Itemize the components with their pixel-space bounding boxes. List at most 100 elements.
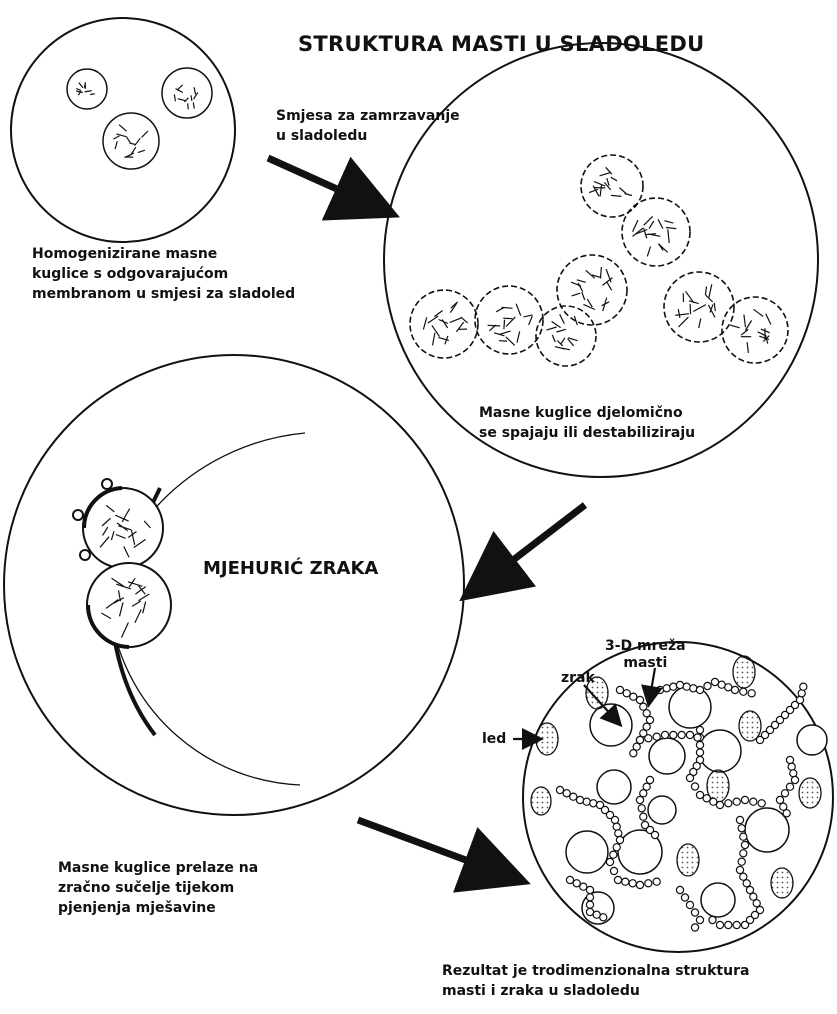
network-circle	[522, 641, 834, 953]
fat-crystal	[667, 229, 670, 244]
fat-crystal	[113, 135, 120, 140]
fat-crystal	[705, 294, 714, 303]
network-fat-globule	[585, 900, 595, 909]
fat-crystals	[113, 124, 149, 159]
network-fat-globule	[600, 805, 610, 815]
network-fat-globule	[739, 832, 748, 841]
network-fat-globule	[685, 900, 695, 910]
network-fat-globule	[799, 682, 808, 691]
fat-crystal	[127, 581, 143, 587]
air-cell	[744, 807, 790, 853]
network-fat-globule	[655, 685, 665, 695]
fat-crystal	[643, 215, 654, 226]
fat-crystal	[183, 97, 189, 103]
fat-crystal	[707, 304, 716, 318]
network-fat-globule	[628, 879, 637, 888]
network-fat-globule	[745, 915, 755, 925]
fat-crystal	[744, 320, 753, 331]
network-fat-globule	[610, 815, 620, 825]
fat-crystal	[586, 298, 593, 308]
network-fat-globule	[689, 684, 698, 693]
fat-crystal	[503, 317, 513, 320]
network-fat-globule	[644, 734, 653, 743]
fat-crystal	[90, 93, 95, 96]
caption-air-interface: Masne kuglice prelaze na zračno sučelje …	[58, 860, 259, 916]
network-fat-globule	[740, 920, 750, 930]
network-fat-globule	[612, 843, 621, 852]
network-fat-globule	[605, 810, 615, 820]
network-fat-globule	[605, 857, 615, 867]
network-fat-globule	[555, 785, 565, 795]
network-fat-globule	[785, 782, 795, 791]
fat-globule	[663, 271, 735, 343]
fat-crystal	[581, 291, 586, 301]
network-fat-globule	[669, 730, 678, 740]
foaming-circle	[3, 354, 465, 816]
fat-crystal	[708, 284, 713, 299]
network-fat-globule	[724, 920, 733, 930]
fat-crystal	[762, 335, 770, 342]
fat-crystal	[121, 508, 131, 523]
fat-crystal	[126, 136, 132, 144]
network-fat-globule	[642, 782, 651, 791]
fat-crystal	[137, 149, 146, 154]
network-fat-globule	[635, 735, 645, 745]
fat-crystal	[567, 337, 578, 342]
network-fat-globule	[739, 849, 748, 858]
fat-crystal	[593, 181, 606, 187]
fat-crystal	[753, 308, 764, 317]
network-fat-globule	[632, 742, 641, 751]
network-fat-globule	[752, 899, 761, 908]
label-ice: led	[482, 731, 507, 747]
network-fat-globule	[779, 802, 788, 811]
arrow-to-partial-coalescence	[266, 154, 400, 221]
fat-crystal	[422, 317, 428, 330]
fat-crystal	[177, 98, 187, 102]
network-fat-globule	[652, 877, 661, 886]
fat-crystals	[588, 166, 633, 197]
fat-crystal	[76, 88, 82, 91]
fat-globule	[474, 285, 544, 355]
fat-crystal	[709, 304, 714, 313]
network-fat-globule	[732, 920, 741, 930]
fat-crystal	[99, 536, 110, 548]
fat-crystal	[689, 303, 692, 315]
fat-crystal	[583, 303, 596, 311]
network-fat-globule	[695, 748, 705, 757]
fat-crystal	[173, 94, 176, 102]
fat-crystal	[129, 142, 136, 146]
fat-crystal	[658, 243, 669, 253]
fat-crystal	[556, 340, 564, 347]
network-fat-globule	[565, 875, 575, 885]
fat-crystal	[128, 577, 136, 588]
fat-crystal	[114, 141, 118, 150]
fat-crystal	[111, 577, 125, 588]
fat-crystal	[455, 321, 465, 333]
fat-crystal	[190, 95, 193, 101]
network-fat-globule	[785, 705, 795, 715]
fat-crystal	[576, 279, 586, 283]
network-fat-globule	[730, 685, 740, 695]
network-fat-globule	[685, 730, 695, 740]
fat-crystal	[603, 182, 612, 191]
air-cell	[617, 829, 663, 875]
network-fat-globule	[629, 692, 638, 701]
ice-crystal	[798, 777, 822, 809]
fat-crystal	[546, 326, 557, 331]
label-air: zrak	[561, 670, 595, 686]
network-fat-globule	[572, 879, 581, 888]
fat-crystal	[143, 520, 151, 529]
fat-crystal	[577, 282, 584, 292]
fat-crystal	[101, 612, 112, 620]
fat-crystal	[193, 87, 197, 95]
network-fat-globule	[615, 835, 625, 845]
panel-air-interface	[3, 354, 465, 816]
network-fat-globule	[635, 695, 645, 705]
fat-crystal	[78, 82, 84, 89]
network-fat-globule	[703, 681, 712, 691]
network-fat-globule	[785, 755, 795, 765]
fat-crystal	[619, 187, 627, 194]
air-cell	[668, 685, 712, 729]
fat-crystal	[118, 602, 124, 617]
fat-crystal	[441, 319, 449, 329]
